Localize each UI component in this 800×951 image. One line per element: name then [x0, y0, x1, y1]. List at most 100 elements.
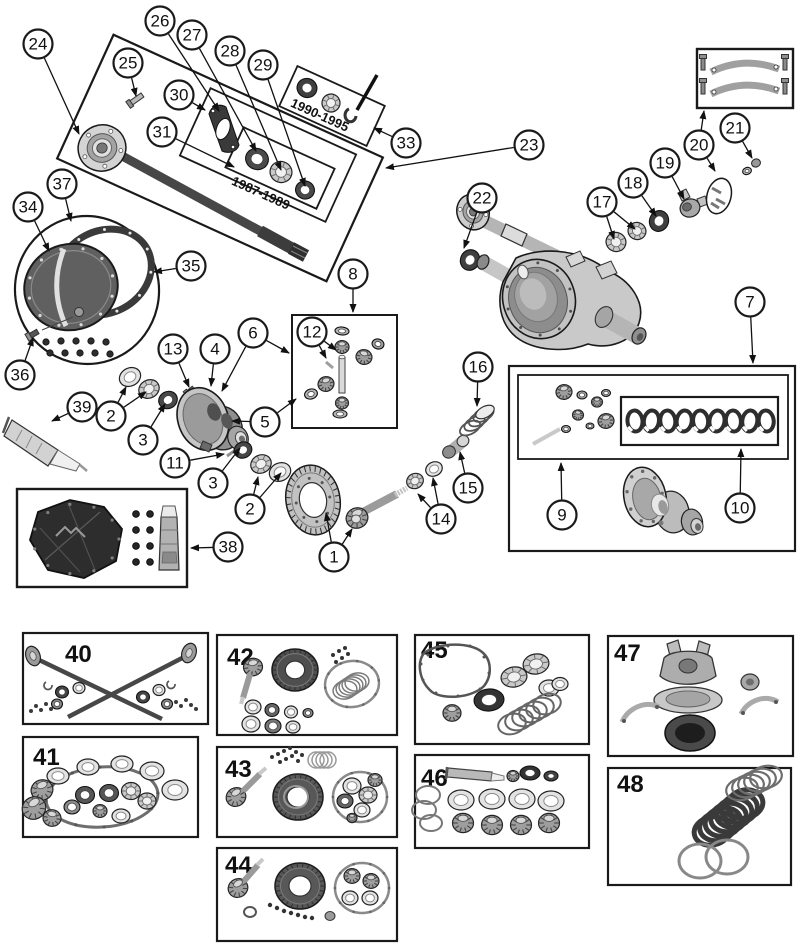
part — [475, 404, 495, 420]
callout-23[interactable]: 23 — [513, 129, 545, 161]
callout-number: 25 — [119, 54, 138, 73]
part — [560, 424, 572, 434]
part — [270, 746, 304, 764]
callout-29[interactable]: 29 — [247, 49, 279, 81]
callout-36[interactable]: 36 — [4, 359, 36, 391]
callout-15[interactable]: 15 — [452, 472, 484, 504]
part — [241, 715, 261, 733]
callout-16[interactable]: 16 — [462, 351, 494, 383]
callout-18[interactable]: 18 — [617, 167, 649, 199]
callout-13[interactable]: 13 — [157, 333, 189, 365]
part — [497, 692, 562, 736]
part — [54, 685, 70, 699]
callout-arrows — [24, 33, 757, 552]
callout-number: 3 — [138, 431, 147, 450]
part — [174, 698, 198, 711]
part — [221, 413, 233, 429]
callout-24[interactable]: 24 — [22, 28, 54, 60]
callout-26[interactable]: 26 — [144, 5, 176, 37]
part — [478, 788, 506, 810]
part — [42, 337, 114, 358]
callout-6[interactable]: 6 — [237, 317, 269, 349]
part — [522, 653, 550, 675]
callout-30[interactable]: 30 — [163, 79, 195, 111]
part — [353, 802, 371, 818]
part — [240, 673, 253, 699]
part — [207, 403, 221, 421]
callout-19[interactable]: 19 — [649, 147, 681, 179]
part — [215, 117, 231, 141]
part — [447, 789, 475, 811]
callout-2[interactable]: 2 — [95, 400, 127, 432]
part — [704, 838, 750, 876]
callout-number: 18 — [624, 174, 643, 193]
part — [342, 777, 362, 795]
callout-12[interactable]: 12 — [296, 316, 328, 348]
callout-17[interactable]: 17 — [586, 186, 618, 218]
callout-number: 21 — [726, 119, 745, 138]
kit-number: 43 — [225, 756, 252, 783]
part — [238, 435, 246, 443]
callout-8[interactable]: 8 — [337, 258, 369, 290]
callout-2[interactable]: 2 — [234, 493, 266, 525]
callout-28[interactable]: 28 — [214, 35, 246, 67]
part — [658, 520, 664, 526]
part — [23, 242, 119, 332]
callout-4[interactable]: 4 — [199, 333, 231, 365]
part — [255, 857, 265, 867]
part — [241, 863, 261, 883]
part — [27, 247, 115, 327]
callout-39[interactable]: 39 — [66, 391, 98, 423]
callout-number: 9 — [557, 506, 566, 525]
callout-34[interactable]: 34 — [12, 191, 44, 223]
callout-21[interactable]: 21 — [719, 112, 751, 144]
callout-33[interactable]: 33 — [390, 127, 422, 159]
callout-25[interactable]: 25 — [112, 47, 144, 79]
callout-5[interactable]: 5 — [249, 406, 281, 438]
callout-number: 2 — [106, 407, 115, 426]
callout-3[interactable]: 3 — [127, 424, 159, 456]
part — [283, 705, 299, 719]
part — [751, 158, 761, 168]
callout-number: 11 — [166, 454, 184, 473]
part — [111, 808, 131, 824]
callout-10[interactable]: 10 — [724, 492, 756, 524]
part — [227, 877, 249, 899]
part — [442, 445, 456, 459]
callout-38[interactable]: 38 — [212, 531, 244, 563]
part — [239, 696, 245, 705]
callout-number: 27 — [183, 26, 202, 45]
part — [323, 659, 381, 709]
callout-22[interactable]: 22 — [466, 182, 498, 214]
callout-number: 24 — [29, 35, 48, 54]
callout-number: 2 — [245, 500, 254, 519]
callout-number: 36 — [11, 366, 30, 385]
callout-14[interactable]: 14 — [425, 503, 457, 535]
callout-35[interactable]: 35 — [175, 250, 207, 282]
part — [29, 702, 53, 713]
callout-20[interactable]: 20 — [683, 129, 715, 161]
part — [257, 766, 268, 776]
callout-3[interactable]: 3 — [197, 467, 229, 499]
part — [715, 197, 726, 206]
part — [358, 786, 378, 804]
callout-7[interactable]: 7 — [734, 286, 766, 318]
callout-number: 28 — [221, 42, 240, 61]
callout-37[interactable]: 37 — [46, 168, 78, 200]
callout-1[interactable]: 1 — [318, 541, 350, 573]
part — [307, 751, 337, 769]
callout-27[interactable]: 27 — [176, 19, 208, 51]
part — [325, 360, 334, 370]
kit-box-40[interactable]: 40 — [21, 631, 210, 726]
callout-9[interactable]: 9 — [546, 499, 578, 531]
part — [590, 396, 604, 408]
part — [15, 429, 23, 442]
callout-31[interactable]: 31 — [146, 116, 178, 148]
callout-11[interactable]: 11 — [159, 447, 191, 479]
part — [324, 911, 336, 921]
part — [418, 643, 491, 699]
part — [636, 333, 644, 341]
part — [710, 201, 720, 210]
part — [118, 366, 142, 388]
part — [585, 422, 595, 430]
